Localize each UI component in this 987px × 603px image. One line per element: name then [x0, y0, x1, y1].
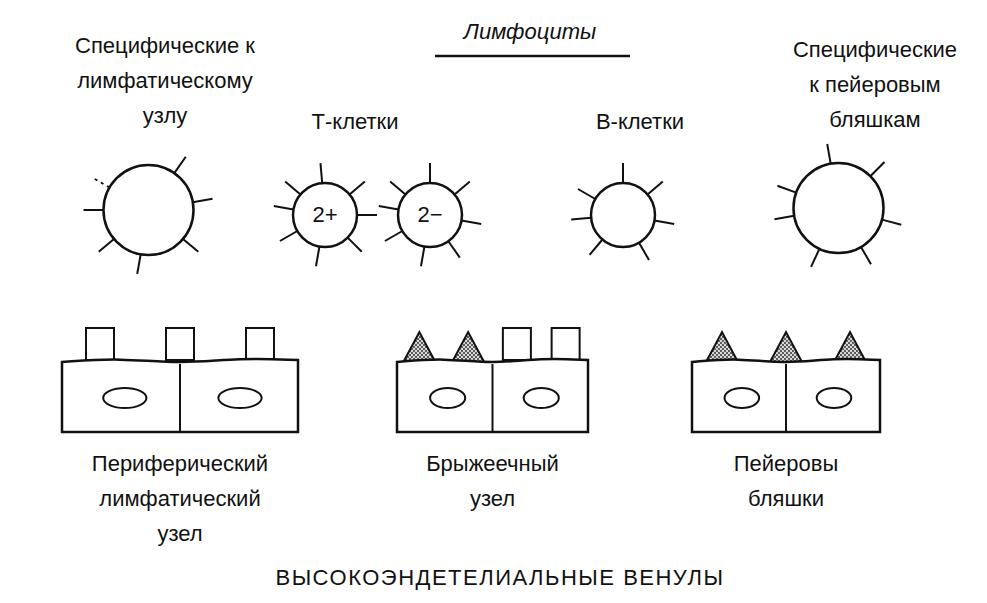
receptor-spike: [182, 239, 197, 252]
cell-label: Специфические к пейеровым бляшкам: [788, 32, 963, 137]
receptor-spike: [379, 206, 399, 209]
receptor-block: [503, 328, 531, 360]
receptor-spike: [590, 240, 603, 255]
group-label: Т-клетки: [275, 104, 435, 139]
cell-label: Специфические к лимфатическому узлу: [58, 28, 273, 133]
cell-marker: 2+: [312, 202, 337, 228]
cell-pair-drawing: [690, 320, 882, 434]
t-cell: 2+: [293, 183, 357, 247]
nucleus: [817, 388, 852, 408]
cell-outline: [293, 183, 357, 247]
cell-label: В-клетки: [560, 104, 720, 139]
receptor-spike: [174, 157, 185, 173]
receptor-triangle: [452, 332, 484, 362]
cell-outline: [591, 183, 655, 247]
endothelial-cells: [62, 359, 298, 432]
receptor-spike: [462, 221, 482, 224]
cell-outline: [103, 165, 193, 255]
receptor-spike: [357, 214, 377, 216]
cell-outline: [398, 183, 462, 247]
receptor-spike: [137, 254, 140, 274]
cell-marker: 2−: [417, 202, 442, 228]
endothelial-cells: [692, 359, 880, 432]
receptor-spike: [448, 241, 459, 257]
receptor-block: [166, 328, 194, 360]
receptor-spike: [861, 247, 871, 264]
receptor-spike: [192, 199, 212, 202]
nucleus: [430, 388, 465, 408]
receptor-spike: [92, 178, 109, 188]
cell-drawing: [788, 32, 963, 275]
endothelium: Периферический лимфатический узел: [60, 320, 300, 551]
endothelium: Пейеровы бляшки: [690, 320, 882, 516]
endothelium: Брыжеечный узел: [395, 320, 590, 516]
receptor-spike: [870, 162, 884, 176]
cell-pair-drawing: [60, 320, 300, 434]
receptor-spike: [622, 163, 624, 183]
receptor-spike: [83, 209, 103, 211]
receptor-spike: [390, 182, 405, 195]
receptor-spike: [655, 221, 675, 224]
site-label: Брыжеечный узел: [408, 446, 578, 516]
receptor-spike: [429, 163, 431, 183]
receptor-spike: [316, 247, 319, 267]
lymphocyte: Специфические к пейеровым бляшкам: [788, 32, 963, 275]
receptor-spike: [777, 186, 796, 193]
receptor-block: [246, 328, 274, 360]
receptor-spike: [274, 206, 294, 209]
site-label: Пейеровы бляшки: [701, 446, 871, 516]
receptor-spike: [571, 218, 591, 220]
receptor-spike: [285, 182, 300, 195]
receptor-spike: [320, 163, 322, 183]
receptor-spike: [348, 238, 362, 252]
receptor-block: [552, 328, 580, 360]
receptor-spike: [421, 247, 424, 267]
cell-border: [179, 364, 181, 432]
b-cell: В-клетки: [560, 104, 720, 269]
title: Лимфоциты: [380, 14, 680, 49]
receptor-spike: [98, 239, 113, 252]
nucleus: [103, 388, 146, 408]
receptor-spike: [385, 231, 402, 241]
receptor-triangle: [403, 332, 435, 362]
lymphocyte: Специфические к лимфатическому узлу: [58, 28, 273, 277]
receptor-block: [86, 328, 114, 360]
nucleus: [725, 388, 760, 408]
receptor-spike: [827, 144, 830, 164]
receptor-spike: [774, 216, 794, 219]
receptor-spike: [578, 189, 595, 199]
receptor-spike: [648, 182, 663, 195]
underline: [435, 55, 630, 58]
receptor-spike: [350, 182, 365, 195]
receptor-spike: [280, 231, 297, 241]
cell-drawing: [58, 28, 273, 277]
receptor-spike: [455, 182, 470, 195]
nucleus: [524, 388, 559, 408]
t-cell: 2−: [398, 183, 462, 247]
receptor-spike: [881, 220, 900, 225]
receptor-triangle: [706, 332, 738, 362]
nucleus: [218, 388, 261, 408]
receptor-triangle: [834, 332, 866, 362]
cell-border: [492, 364, 494, 432]
endothelial-cells: [397, 359, 588, 432]
cell-border: [785, 364, 787, 432]
site-label: Периферический лимфатический узел: [78, 446, 283, 551]
receptor-triangle: [770, 332, 802, 362]
caption: ВЫСОКОЭНДЕТЕЛИАЛЬНЫЕ ВЕНУЛЫ: [150, 560, 850, 595]
receptor-spike: [811, 249, 819, 267]
cell-outline: [793, 163, 883, 253]
receptor-spike: [639, 243, 649, 260]
cell-pair-drawing: [395, 320, 590, 434]
